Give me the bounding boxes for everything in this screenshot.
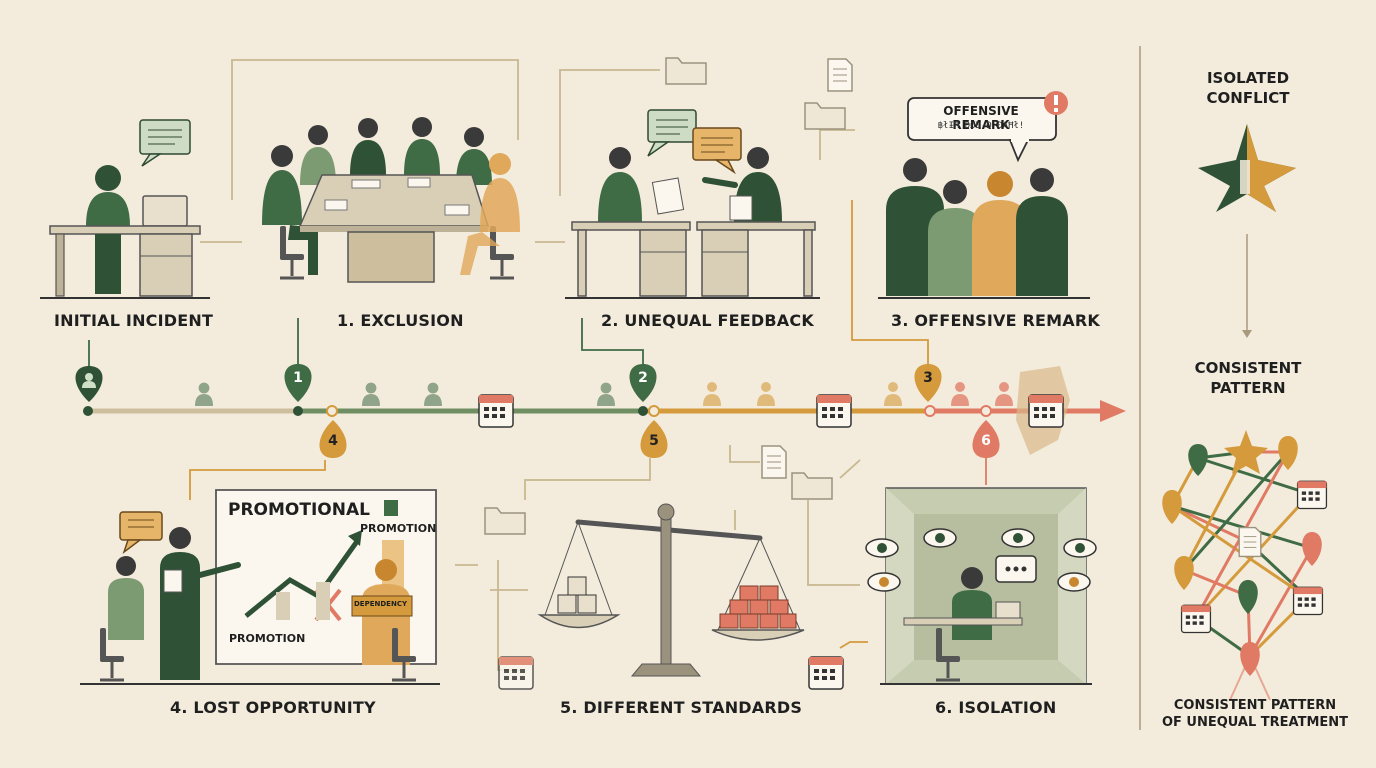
scene-lost-opportunity <box>80 489 440 685</box>
label-exclusion: 1. EXCLUSION <box>337 311 464 330</box>
scene-initial <box>40 119 210 299</box>
remark-bubble-title: OFFENSIVE REMARK <box>943 104 1019 132</box>
remark-bubble-scribble: ฿łƗĦ ĐØĐ-Đ ĐȺĦł! <box>937 121 1025 131</box>
marker-3: 3 <box>923 370 933 386</box>
label-offensive-remark: 3. OFFENSIVE REMARK <box>891 311 1100 330</box>
label-different-standards: 5. DIFFERENT STANDARDS <box>560 698 803 717</box>
scene-isolation <box>865 487 1097 685</box>
promo-board-title: PROMOTIONAL <box>228 500 370 520</box>
sidebar-isolated-conflict: ISOLATED CONFLICT <box>1170 68 1326 108</box>
promo-tag-top: PROMOTION <box>360 522 437 535</box>
sidebar-mid-line1: CONSISTENT <box>1194 359 1302 377</box>
sidebar-consistent-pattern-unequal: CONSISTENT PATTERN OF UNEQUAL TREATMENT <box>1150 697 1360 731</box>
pin-initial <box>75 366 103 402</box>
promo-box-label: DEPENDENCY <box>354 600 408 608</box>
label-isolation: 6. ISOLATION <box>935 698 1057 717</box>
label-initial-incident: INITIAL INCIDENT <box>54 311 214 330</box>
marker-1: 1 <box>293 370 303 386</box>
marker-2: 2 <box>638 370 648 386</box>
sidebar-top-line1: ISOLATED <box>1206 69 1290 87</box>
scene-remark <box>878 91 1090 299</box>
promo-tag-bottom: PROMOTION <box>229 632 306 645</box>
sidebar-consistent-pattern: CONSISTENT PATTERN <box>1170 358 1326 398</box>
sidebar-top-line2: CONFLICT <box>1206 89 1290 107</box>
sidebar-mid-line2: PATTERN <box>1210 379 1286 397</box>
sidebar-isolated-star <box>1198 124 1296 212</box>
sidebar-bottom-line1: CONSISTENT PATTERN <box>1173 698 1337 713</box>
label-lost-opportunity: 4. LOST OPPORTUNITY <box>170 698 376 717</box>
marker-4: 4 <box>328 433 338 449</box>
scene-standards <box>484 445 844 690</box>
marker-5: 5 <box>649 433 659 449</box>
sidebar-bottom-line2: OF UNEQUAL TREATMENT <box>1161 715 1349 730</box>
scene-feedback <box>565 57 853 299</box>
label-unequal-feedback: 2. UNEQUAL FEEDBACK <box>601 311 814 330</box>
sidebar-network <box>1162 430 1328 701</box>
marker-6: 6 <box>981 433 991 449</box>
scene-exclusion <box>262 117 520 283</box>
